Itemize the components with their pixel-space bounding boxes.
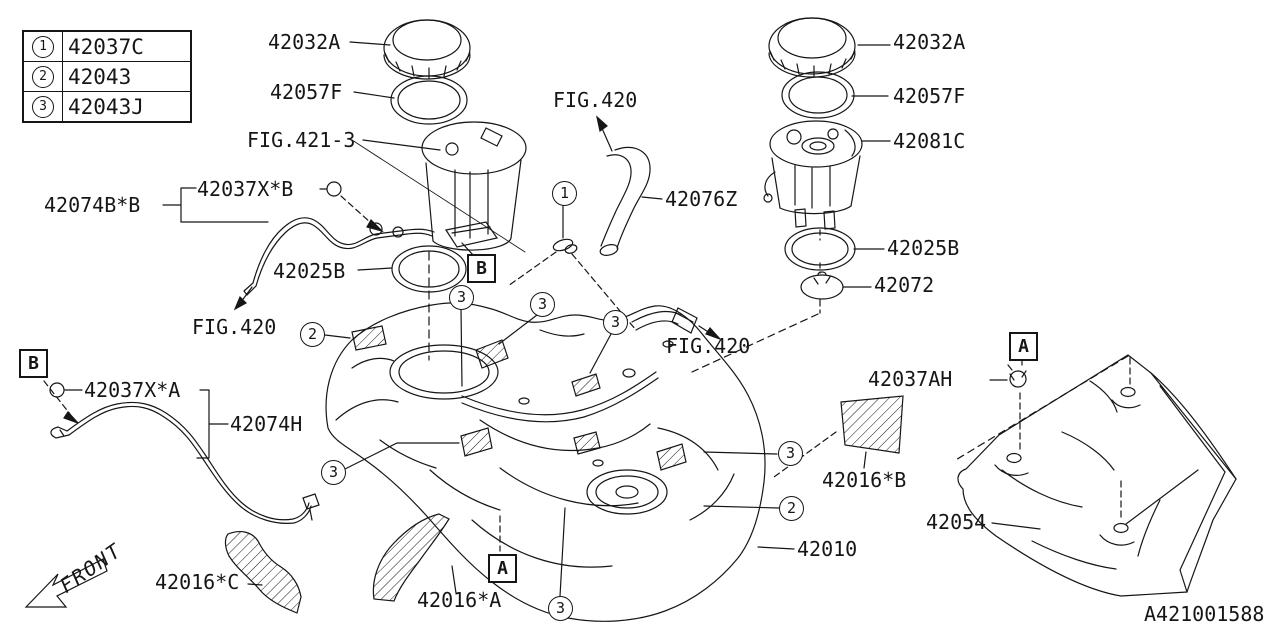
legend-ref-cell: 3 (24, 92, 63, 121)
filler-hose-drawing (507, 125, 651, 331)
view-box-a-plate: A (1009, 332, 1038, 361)
figure-ref-420-mid: FIG.420 (666, 334, 751, 358)
part-label-cap-right: 42032A (893, 30, 966, 54)
part-label-ring-left: 42025B (273, 259, 346, 283)
view-box-a-bottom: A (488, 554, 517, 583)
part-label-clamp-a: 42037X*A (84, 378, 181, 402)
part-label-tank: 42010 (797, 537, 858, 561)
fuel-pump-right-drawing (763, 120, 863, 241)
fuel-cap-left-drawing (383, 19, 471, 80)
figure-ref-421-3: FIG.421-3 (247, 128, 356, 152)
gasket-left-drawing (390, 75, 468, 125)
part-label-pipe-b: 42074B*B (44, 193, 141, 217)
legend-part-number: 42037C (68, 34, 144, 59)
callout-circle-3: 3 (603, 310, 628, 335)
part-label-grommet: 42072 (874, 273, 935, 297)
legend-row: 2 42043 (24, 62, 190, 92)
part-label-gasket-left: 42057F (270, 80, 343, 104)
legend-part-number: 42043 (68, 64, 132, 89)
legend-ref-cell: 1 (24, 32, 63, 61)
callout-circle-3: 3 (321, 460, 346, 485)
part-label-pad-c: 42016*C (155, 570, 240, 594)
part-label-pump-right: 42081C (893, 129, 966, 153)
part-label-pad-a: 42016*A (417, 588, 502, 612)
part-label-clamp-ah: 42037AH (868, 367, 953, 391)
fuel-tank-drawing (325, 302, 766, 622)
part-label-protector: 42054 (926, 510, 987, 534)
figure-ref-420-top: FIG.420 (553, 88, 638, 112)
part-label-clamp-b: 42037X*B (197, 177, 294, 201)
part-label-pad-b: 42016*B (822, 468, 907, 492)
front-arrow (24, 558, 108, 608)
callout-circle-3: 3 (449, 285, 474, 310)
part-label-hose: 42076Z (665, 187, 738, 211)
fuel-cap-right-drawing (768, 17, 856, 78)
callout-2-icon: 2 (32, 65, 54, 88)
legend-row: 1 42037C (24, 32, 190, 62)
legend-table: 1 42037C 2 42043 3 42043J (22, 30, 192, 123)
legend-part-number: 42043J (68, 94, 144, 119)
cushion-pads-drawing (224, 395, 904, 614)
callout-1-icon: 1 (32, 35, 54, 58)
part-label-cap-left: 42032A (268, 30, 341, 54)
gasket-right-drawing (781, 71, 855, 119)
callout-3-icon: 3 (32, 95, 54, 118)
callout-circle-3: 3 (778, 441, 803, 466)
part-label-ring-right: 42025B (887, 236, 960, 260)
view-box-b-pump: B (467, 254, 496, 283)
figure-ref-420-left: FIG.420 (192, 315, 277, 339)
part-label-pipe-a: 42074H (230, 412, 303, 436)
view-box-b-pipe: B (19, 349, 48, 378)
seal-ring-left-drawing (391, 245, 467, 293)
legend-row: 3 42043J (24, 92, 190, 121)
callout-circle-3: 3 (530, 292, 555, 317)
callout-circle-3: 3 (548, 596, 573, 621)
part-label-gasket-right: 42057F (893, 84, 966, 108)
callout-circle-2: 2 (300, 322, 325, 347)
fuel-pump-left-drawing (351, 121, 527, 361)
callout-circle-2: 2 (779, 496, 804, 521)
diagram-id: A421001588 (1144, 602, 1265, 626)
callout-circle-1: 1 (552, 181, 577, 206)
vent-pipe-b-drawing (240, 181, 435, 303)
legend-ref-cell: 2 (24, 62, 63, 91)
tank-protector-drawing (953, 354, 1237, 597)
fuel-pipe-a-drawing (43, 380, 320, 524)
